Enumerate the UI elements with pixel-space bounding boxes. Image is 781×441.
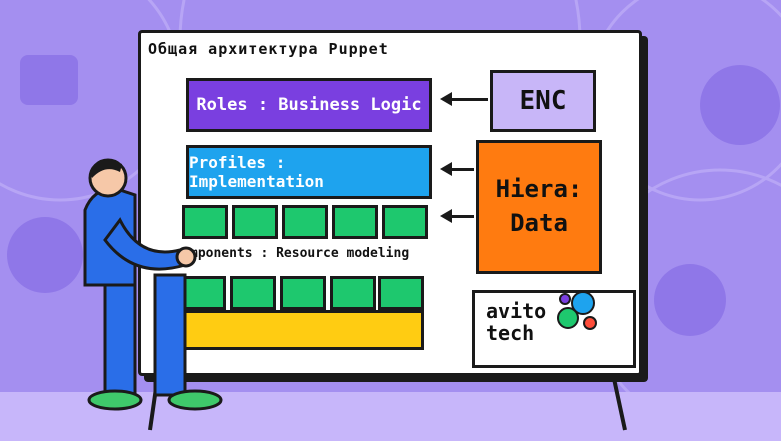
green-block bbox=[232, 205, 278, 239]
data-label: Data bbox=[510, 209, 568, 237]
logo-line-2: tech bbox=[486, 321, 535, 345]
logo-line-1: avito bbox=[486, 299, 547, 323]
green-block bbox=[382, 205, 428, 239]
yellow-block bbox=[180, 310, 424, 350]
arrowhead-profiles bbox=[440, 162, 452, 176]
green-block bbox=[282, 205, 328, 239]
green-block bbox=[330, 276, 376, 310]
arrow-enc-to-roles bbox=[446, 98, 488, 101]
hiera-label: Hiera: bbox=[495, 175, 583, 204]
green-block bbox=[332, 205, 378, 239]
presenter-figure bbox=[83, 158, 223, 411]
green-block bbox=[280, 276, 326, 310]
profiles-box: Profiles : Implementation bbox=[186, 145, 432, 199]
logo-text: avito tech bbox=[486, 300, 546, 344]
arrow-hiera-to-profiles bbox=[446, 168, 474, 171]
roles-box: Roles : Business Logic bbox=[186, 78, 432, 132]
logo-dots-icon bbox=[557, 291, 597, 330]
checklist-icon bbox=[20, 55, 78, 105]
arrowhead-roles bbox=[440, 92, 452, 106]
presenter-icon bbox=[700, 65, 780, 145]
components-label: mponents : Resource modeling bbox=[190, 246, 410, 261]
cube-icon bbox=[654, 264, 726, 336]
avito-tech-logo bbox=[472, 290, 636, 368]
arrowhead-components bbox=[440, 209, 452, 223]
green-block bbox=[182, 205, 228, 239]
sparkle-icon bbox=[7, 217, 83, 293]
enc-box: ENC bbox=[490, 70, 596, 132]
board-title: Общая архитектура Puppet bbox=[148, 40, 389, 58]
arrow-hiera-to-components bbox=[446, 215, 474, 218]
green-block bbox=[378, 276, 424, 310]
hiera-box: Hiera: Data bbox=[476, 140, 602, 274]
green-block bbox=[230, 276, 276, 310]
